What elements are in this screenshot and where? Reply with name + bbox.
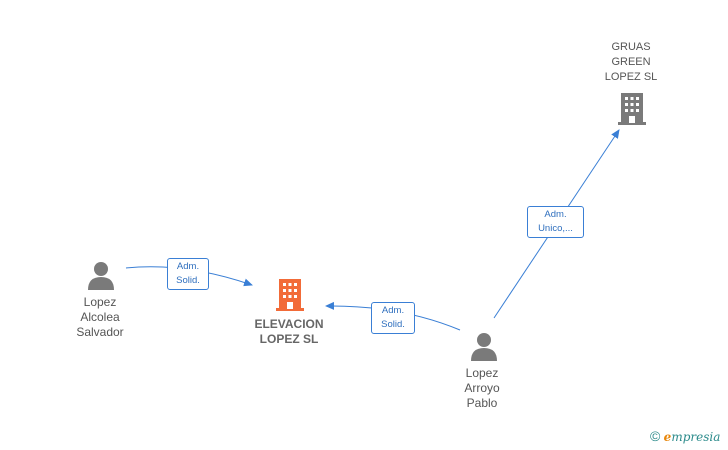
label-line: LOPEZ SL bbox=[604, 71, 658, 83]
building-icon[interactable] bbox=[274, 277, 306, 311]
person-icon[interactable] bbox=[469, 331, 499, 361]
company-label-elevacion: ELEVACION LOPEZ SL bbox=[244, 317, 334, 347]
label-line: Lopez bbox=[465, 366, 499, 380]
label-line: Adm. bbox=[381, 305, 405, 316]
label-line: Lopez bbox=[83, 295, 117, 309]
label-line: Adm. bbox=[544, 209, 567, 220]
building-icon[interactable] bbox=[616, 91, 648, 125]
label-line: Salvador bbox=[76, 325, 124, 339]
edge-label-arroyo-elevacion[interactable]: Adm. Solid. bbox=[371, 302, 415, 334]
label-line: Solid. bbox=[176, 275, 200, 286]
copyright-icon: © bbox=[650, 428, 661, 444]
person-icon[interactable] bbox=[86, 260, 116, 290]
edge-label-arroyo-gruas[interactable]: Adm. Unico,... bbox=[527, 206, 584, 238]
label-line: Alcolea bbox=[80, 310, 120, 324]
label-line: Unico,... bbox=[538, 223, 573, 234]
brand-initial: e bbox=[663, 430, 672, 444]
company-label-gruas: GRUAS GREEN LOPEZ SL bbox=[590, 40, 672, 85]
edge-label-alcolea-elevacion[interactable]: Adm. Solid. bbox=[167, 258, 209, 290]
label-line: LOPEZ SL bbox=[259, 332, 319, 346]
label-line: ELEVACION bbox=[254, 317, 324, 331]
person-label-alcolea: Lopez Alcolea Salvador bbox=[60, 295, 140, 340]
brand-logo: © empresia bbox=[650, 428, 720, 444]
label-line: Pablo bbox=[466, 396, 498, 410]
person-label-arroyo: Lopez Arroyo Pablo bbox=[442, 366, 522, 411]
brand-name: mpresia bbox=[671, 430, 721, 444]
label-line: Arroyo bbox=[464, 381, 500, 395]
label-line: GREEN bbox=[611, 56, 651, 68]
label-line: Adm. bbox=[176, 261, 200, 272]
label-line: Solid. bbox=[381, 319, 405, 330]
label-line: GRUAS bbox=[611, 41, 651, 53]
